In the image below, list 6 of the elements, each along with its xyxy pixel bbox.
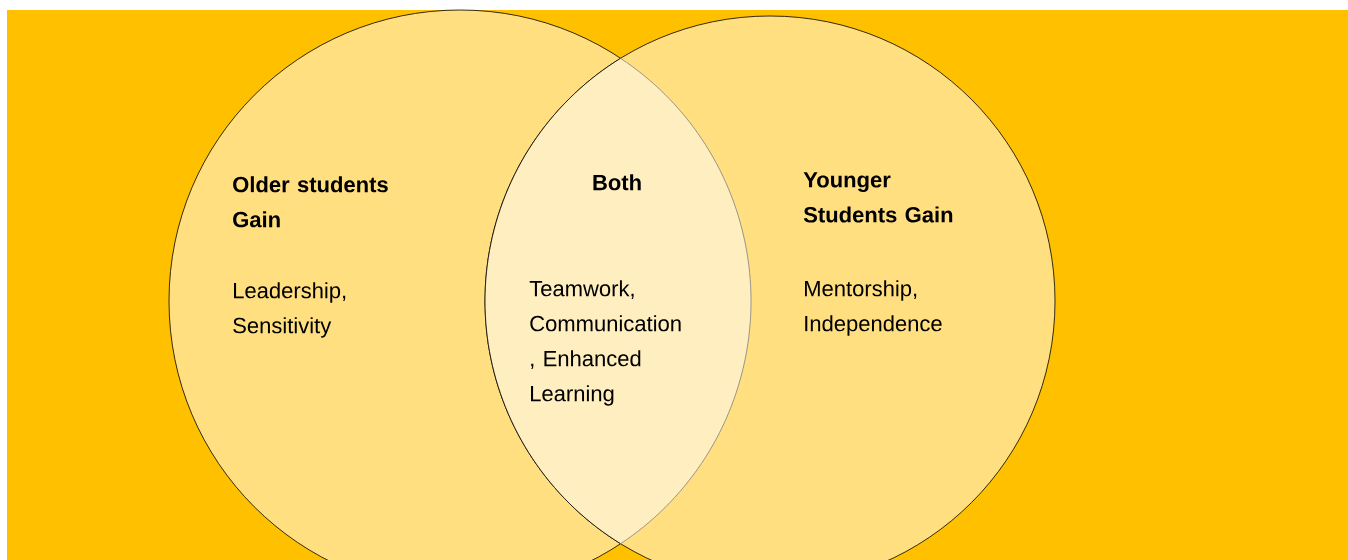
body-text: Teamwork, Communication , Enhanced Learning (529, 280, 681, 406)
heading: Both (593, 174, 641, 191)
heading: Older students Gain (233, 176, 388, 228)
body-text: Mentorship, Independence (805, 280, 942, 336)
heading: Younger Students Gain (803, 172, 953, 223)
body-text: Leadership, Sensitivity (233, 282, 346, 338)
